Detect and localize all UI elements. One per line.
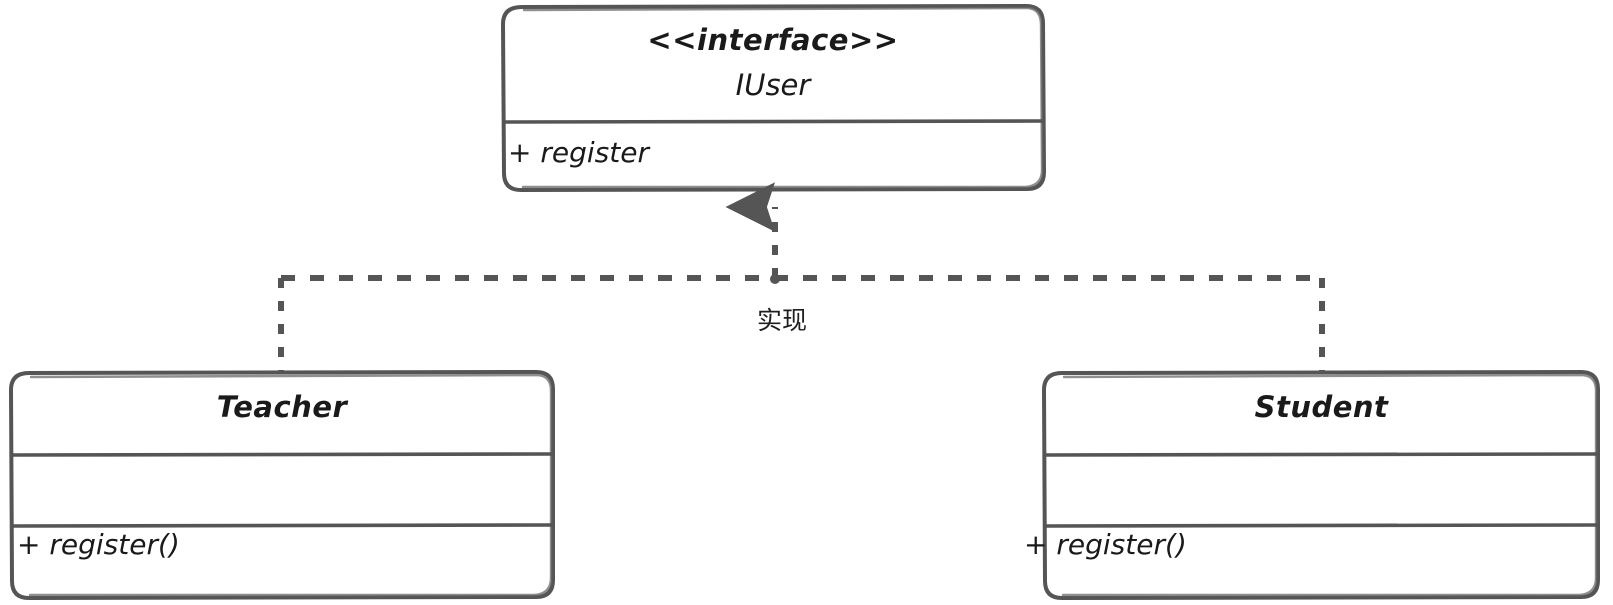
student-box-shape[interactable]	[1042, 370, 1600, 600]
teacher-box-shape[interactable]	[9, 370, 555, 600]
teacher-class-name: Teacher	[216, 390, 348, 424]
realization-connector[interactable]	[278, 182, 1325, 372]
interface-stereotype: <<interface>>	[647, 23, 899, 57]
teacher-method-register: + register()	[17, 528, 180, 561]
interface-method-register: + register	[508, 136, 649, 169]
student-class-name: Student	[1254, 390, 1389, 424]
interface-box-shape[interactable]	[501, 4, 1046, 192]
relationship-label: 实现	[757, 306, 808, 335]
interface-name: IUser	[735, 68, 811, 102]
student-method-register: + register()	[1024, 528, 1187, 561]
